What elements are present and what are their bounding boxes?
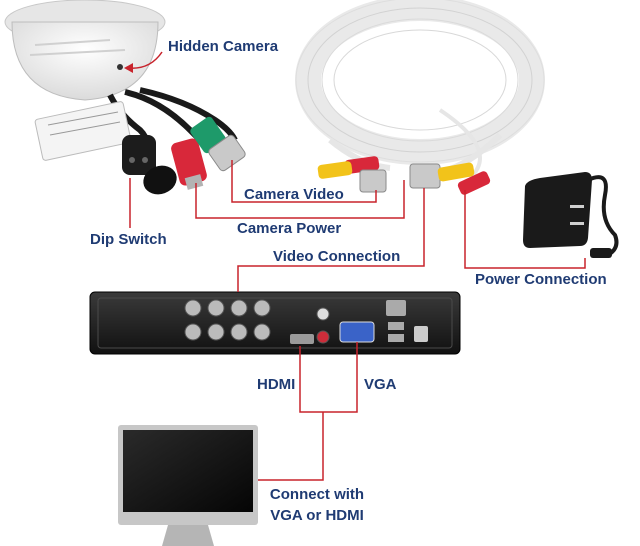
label-hdmi: HDMI bbox=[257, 376, 296, 393]
label-vga: VGA bbox=[364, 376, 397, 393]
dvr-lan-port bbox=[386, 300, 406, 316]
video-connection-line bbox=[237, 188, 425, 292]
dip-switch-connector bbox=[122, 135, 177, 195]
label-camera-power: Camera Power bbox=[237, 220, 342, 237]
label-power-connection: Power Connection bbox=[475, 271, 607, 288]
hidden-camera-device bbox=[4, 0, 166, 101]
camera-video-line bbox=[231, 160, 377, 203]
cable-end-connectors bbox=[317, 156, 491, 195]
label-camera-video: Camera Video bbox=[244, 186, 344, 203]
camera-power-plug bbox=[171, 138, 207, 190]
label-dip-switch: Dip Switch bbox=[90, 231, 167, 248]
label-video-connection: Video Connection bbox=[273, 248, 401, 265]
vga-line bbox=[323, 342, 358, 413]
label-hidden-camera: Hidden Camera bbox=[168, 38, 279, 55]
dvr-hdmi-port bbox=[290, 334, 314, 344]
siamese-cable-coil bbox=[295, 0, 545, 180]
dvr-recorder bbox=[89, 291, 461, 355]
monitor bbox=[118, 425, 258, 546]
hdmi-line bbox=[299, 346, 323, 413]
callout-lines bbox=[124, 51, 586, 481]
dvr-video-inputs bbox=[184, 299, 271, 341]
label-connect-line2: VGA or HDMI bbox=[270, 507, 364, 524]
camera-video-bnc bbox=[190, 116, 246, 172]
dvr-vga-port bbox=[339, 321, 375, 343]
camera-power-line bbox=[195, 180, 405, 219]
camera-lens bbox=[117, 64, 123, 70]
monitor-line bbox=[258, 412, 324, 481]
label-connect-line1: Connect with bbox=[269, 486, 365, 503]
power-adapter bbox=[523, 172, 619, 258]
power-connection-line bbox=[464, 190, 586, 269]
